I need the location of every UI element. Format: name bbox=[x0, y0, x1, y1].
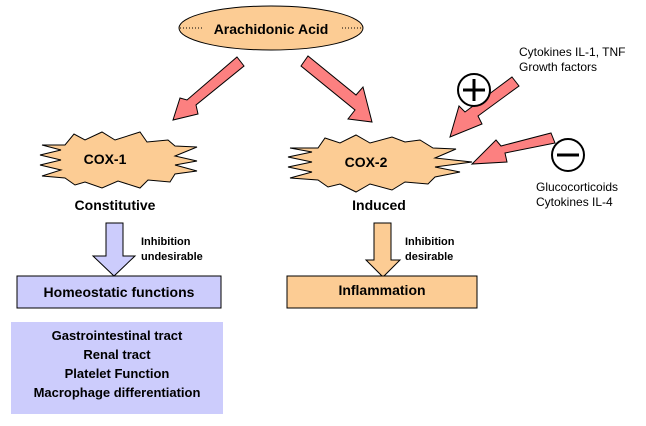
cox1-inhibition-line2: undesirable bbox=[141, 251, 203, 263]
cox2-subtitle: Induced bbox=[352, 197, 406, 213]
cox2-label: COX-2 bbox=[345, 154, 388, 170]
arrow-to-cox1 bbox=[172, 56, 245, 121]
arachidonic-acid-label: Arachidonic Acid bbox=[214, 21, 329, 37]
arrow-cox1-down bbox=[91, 222, 137, 277]
cox1-node: COX-1 bbox=[39, 131, 198, 189]
arachidonic-acid-node: Arachidonic Acid bbox=[178, 5, 364, 51]
cox1-subtitle: Constitutive bbox=[75, 197, 156, 213]
cox1-inhibition-line1: Inhibition bbox=[141, 236, 191, 248]
homeostatic-list-box bbox=[11, 322, 223, 414]
homeostatic-list-item: Macrophage differentiation bbox=[34, 385, 201, 400]
cox2-node: COX-2 bbox=[287, 134, 473, 193]
positive-modulator-line1: Cytokines IL-1, TNF bbox=[519, 45, 625, 59]
negative-modulator-line1: Glucocorticoids bbox=[536, 180, 618, 194]
homeostatic-list-item: Gastrointestinal tract bbox=[52, 328, 183, 343]
cox2-inhibition-line1: Inhibition bbox=[405, 236, 455, 248]
inflammation-label: Inflammation bbox=[338, 282, 425, 298]
arrow-to-cox2 bbox=[300, 55, 373, 123]
arrow-positive-modulator bbox=[449, 76, 520, 138]
negative-modulator-line2: Cytokines IL-4 bbox=[536, 195, 613, 209]
homeostatic-list-item: Renal tract bbox=[83, 347, 151, 362]
homeostatic-functions-label: Homeostatic functions bbox=[44, 284, 195, 300]
homeostatic-list-item: Platelet Function bbox=[65, 366, 170, 381]
minus-icon bbox=[551, 138, 585, 172]
cox1-label: COX-1 bbox=[84, 151, 127, 167]
arrow-negative-modulator bbox=[470, 132, 556, 165]
inflammation-box bbox=[286, 275, 478, 309]
plus-icon bbox=[457, 73, 491, 107]
homeostatic-functions-box bbox=[16, 275, 222, 309]
arrow-cox2-down bbox=[364, 222, 402, 278]
cox2-inhibition-line2: desirable bbox=[405, 251, 453, 263]
positive-modulator-line2: Growth factors bbox=[519, 60, 597, 74]
